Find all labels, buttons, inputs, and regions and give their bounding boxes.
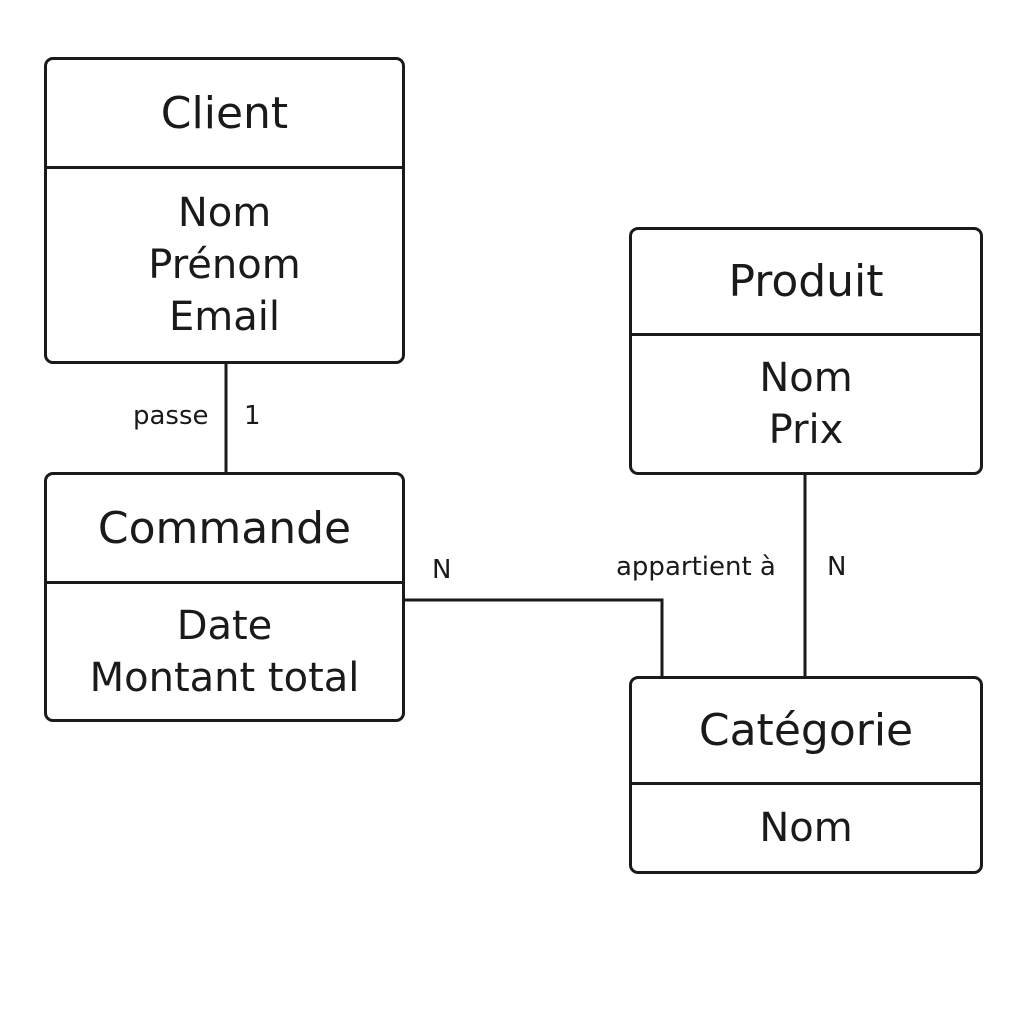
attribute: Date: [176, 602, 273, 649]
entity-produit-attributes: Nom Prix: [632, 336, 980, 472]
attribute: Prénom: [148, 242, 301, 288]
cardinality-label-commande-categorie: N: [432, 555, 452, 585]
entity-commande: Commande Date Montant total: [44, 472, 405, 722]
attribute: Nom: [177, 190, 272, 236]
cardinality-label-client-commande: 1: [244, 401, 261, 431]
entity-commande-attributes: Date Montant total: [47, 584, 402, 719]
attribute: Nom: [759, 805, 853, 851]
attribute: Montant total: [89, 654, 360, 701]
entity-client: Client Nom Prénom Email: [44, 57, 405, 364]
entity-client-attributes: Nom Prénom Email: [47, 169, 402, 361]
entity-client-title: Client: [47, 60, 402, 169]
cardinality-label-produit-categorie: N: [827, 552, 847, 582]
entity-categorie-title: Catégorie: [632, 679, 980, 785]
entity-commande-title: Commande: [47, 475, 402, 584]
relationship-label-passe: passe: [133, 401, 209, 431]
attribute: Email: [169, 294, 280, 340]
connector-commande-categorie: [405, 598, 664, 676]
entity-categorie-attributes: Nom: [632, 785, 980, 871]
attribute: Nom: [759, 355, 853, 401]
attribute: Prix: [768, 407, 844, 453]
relationship-label-appartient: appartient à: [616, 552, 776, 582]
entity-categorie: Catégorie Nom: [629, 676, 983, 874]
entity-produit-title: Produit: [632, 230, 980, 336]
entity-produit: Produit Nom Prix: [629, 227, 983, 475]
